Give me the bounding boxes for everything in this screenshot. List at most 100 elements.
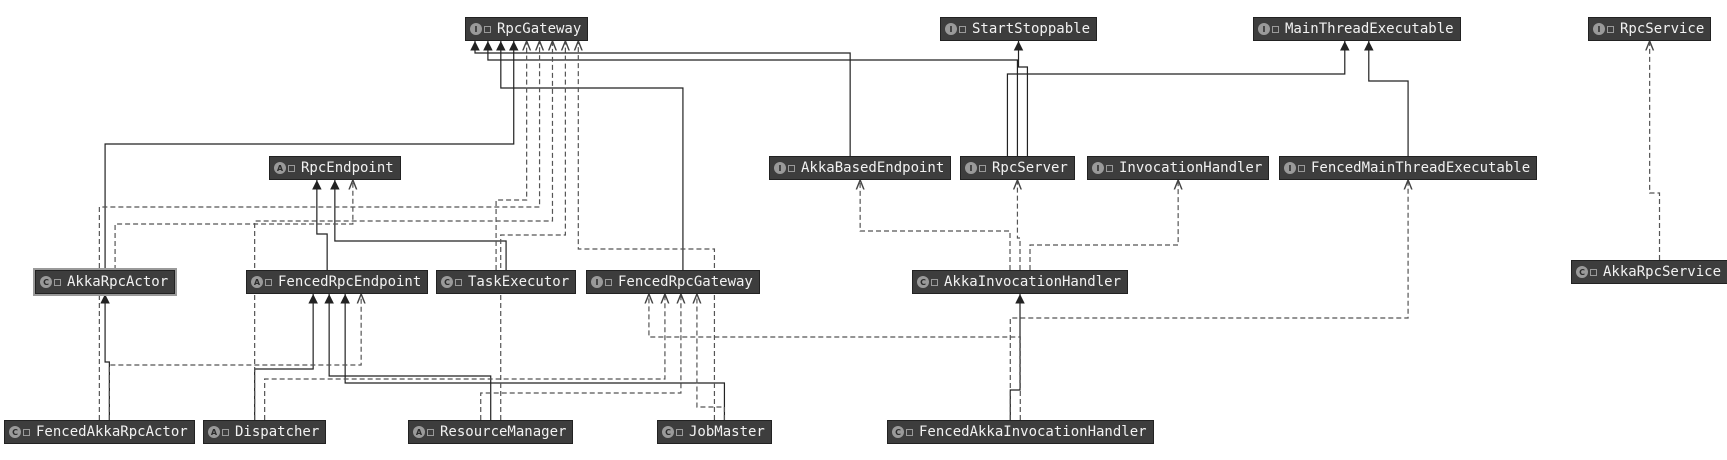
edge-FencedMainThreadExecutable-to-MainThreadExecutable <box>1363 41 1409 156</box>
node-label: RpcServer <box>992 160 1068 176</box>
edge-AkkaInvocationHandler-to-RpcServer <box>1017 180 1020 270</box>
node-label: JobMaster <box>689 424 765 440</box>
edge-AkkaInvocationHandler-to-InvocationHandler <box>1029 180 1178 270</box>
abstract-class-icon: A <box>413 426 425 438</box>
abstract-class-icon: A <box>208 426 220 438</box>
node-resource-manager[interactable]: A ResourceManager <box>408 420 574 444</box>
node-main-thread-executable[interactable]: I MainThreadExecutable <box>1253 17 1461 41</box>
visibility-icon <box>959 25 966 33</box>
edge-JobMaster-to-RpcGateway <box>578 41 716 420</box>
node-label: AkkaRpcService <box>1603 264 1722 280</box>
node-akka-invocation-handler[interactable]: C AkkaInvocationHandler <box>912 270 1129 294</box>
abstract-class-icon: A <box>274 162 286 174</box>
visibility-icon <box>676 428 683 436</box>
node-job-master[interactable]: C JobMaster <box>657 420 772 444</box>
node-label: FencedRpcGateway <box>618 274 753 290</box>
edge-AkkaRpcService-to-RpcService <box>1650 41 1661 260</box>
node-fenced-akka-invocation-handler[interactable]: C FencedAkkaInvocationHandler <box>887 420 1154 444</box>
node-label: ResourceManager <box>440 424 567 440</box>
node-fenced-rpc-gateway[interactable]: I FencedRpcGateway <box>586 270 760 294</box>
visibility-icon <box>1607 25 1614 33</box>
node-label: TaskExecutor <box>468 274 570 290</box>
interface-icon: I <box>945 23 957 35</box>
node-label: FencedAkkaInvocationHandler <box>919 424 1147 440</box>
visibility-icon <box>427 428 434 436</box>
interface-icon: I <box>774 162 786 174</box>
edge-RpcServer-to-MainThreadExecutable <box>1006 41 1350 156</box>
visibility-icon <box>1298 164 1305 172</box>
interface-icon: I <box>1258 23 1270 35</box>
edge-AkkaBasedEndpoint-to-RpcGateway <box>470 41 851 156</box>
visibility-icon <box>1272 25 1279 33</box>
edge-FencedAkkaRpcActor-to-RpcGateway <box>98 41 539 420</box>
edge-Dispatcher-to-FencedRpcEndpoint <box>254 294 318 420</box>
node-fenced-akka-rpc-actor[interactable]: C FencedAkkaRpcActor <box>4 420 195 444</box>
node-label: FencedRpcEndpoint <box>278 274 422 290</box>
visibility-icon <box>54 278 61 286</box>
visibility-icon <box>788 164 795 172</box>
node-label: RpcService <box>1620 21 1705 37</box>
node-label: AkkaInvocationHandler <box>944 274 1122 290</box>
edge-ResourceManager-to-RpcGateway <box>500 41 566 420</box>
visibility-icon <box>288 164 295 172</box>
visibility-icon <box>484 25 491 33</box>
edge-ResourceManager-to-FencedRpcEndpoint <box>324 294 492 420</box>
visibility-icon <box>265 278 272 286</box>
node-akka-rpc-service[interactable]: C AkkaRpcService <box>1571 260 1727 284</box>
node-label: Dispatcher <box>235 424 320 440</box>
class-icon: C <box>1576 266 1588 278</box>
edge-AkkaRpcActor-to-RpcEndpoint <box>114 180 353 270</box>
visibility-icon <box>23 428 30 436</box>
class-icon: C <box>662 426 674 438</box>
visibility-icon <box>979 164 986 172</box>
node-fenced-rpc-endpoint[interactable]: A FencedRpcEndpoint <box>246 270 429 294</box>
class-icon: C <box>892 426 904 438</box>
node-label: MainThreadExecutable <box>1285 21 1454 37</box>
interface-icon: I <box>1092 162 1104 174</box>
node-task-executor[interactable]: C TaskExecutor <box>436 270 577 294</box>
node-label: AkkaBasedEndpoint <box>801 160 945 176</box>
class-icon: C <box>917 276 929 288</box>
interface-icon: I <box>1593 23 1605 35</box>
edge-FencedRpcGateway-to-RpcGateway <box>496 41 684 270</box>
edge-TaskExecutor-to-RpcEndpoint <box>330 180 507 270</box>
visibility-icon <box>906 428 913 436</box>
edge-AkkaInvocationHandler-to-AkkaBasedEndpoint <box>860 180 1011 270</box>
edge-JobMaster-to-FencedRpcEndpoint <box>340 294 726 420</box>
interface-icon: I <box>591 276 603 288</box>
node-label: FencedAkkaRpcActor <box>36 424 188 440</box>
edge-Dispatcher-to-FencedRpcGateway <box>264 294 665 420</box>
node-label: RpcEndpoint <box>301 160 394 176</box>
edge-Dispatcher-to-RpcGateway <box>254 41 553 420</box>
class-icon: C <box>441 276 453 288</box>
node-rpc-service[interactable]: I RpcService <box>1588 17 1712 41</box>
node-rpc-server[interactable]: I RpcServer <box>960 156 1075 180</box>
visibility-icon <box>605 278 612 286</box>
node-akka-based-endpoint[interactable]: I AkkaBasedEndpoint <box>769 156 952 180</box>
node-dispatcher[interactable]: A Dispatcher <box>203 420 327 444</box>
node-start-stoppable[interactable]: I StartStoppable <box>940 17 1098 41</box>
visibility-icon <box>1590 268 1597 276</box>
edge-FencedAkkaRpcActor-to-FencedRpcEndpoint <box>108 294 361 420</box>
visibility-icon <box>455 278 462 286</box>
node-rpc-endpoint[interactable]: A RpcEndpoint <box>269 156 401 180</box>
node-label: StartStoppable <box>972 21 1091 37</box>
interface-icon: I <box>1284 162 1296 174</box>
interface-icon: I <box>965 162 977 174</box>
visibility-icon <box>1106 164 1113 172</box>
node-label: AkkaRpcActor <box>67 274 169 290</box>
edge-JobMaster-to-FencedRpcGateway <box>697 294 726 420</box>
visibility-icon <box>222 428 229 436</box>
edge-FencedAkkaRpcActor-to-AkkaRpcActor <box>100 294 110 420</box>
class-icon: C <box>9 426 21 438</box>
edge-FencedAkkaInvocationHandler-to-FencedRpcGateway <box>649 294 1021 420</box>
abstract-class-icon: A <box>251 276 263 288</box>
edge-FencedAkkaInvocationHandler-to-AkkaInvocationHandler <box>1009 294 1025 420</box>
edge-TaskExecutor-to-RpcGateway <box>495 41 527 270</box>
